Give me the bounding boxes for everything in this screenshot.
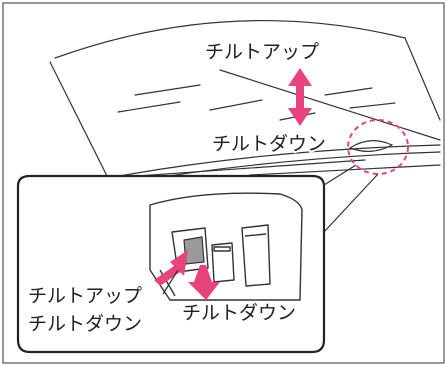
- sunroof-frame-line-1: [107, 144, 441, 179]
- sunroof-glass-top-edge: [219, 69, 441, 141]
- sunroof-frame-line-3: [249, 164, 441, 176]
- right-switch: [241, 224, 271, 287]
- glass-reflection-1: [134, 84, 201, 96]
- panel-housing: [149, 192, 303, 301]
- inset-label-tilt-up: チルトアップ: [28, 285, 142, 307]
- roof-outline: [54, 19, 406, 59]
- middle-switch: [211, 242, 235, 283]
- middle-switch-indicator: [213, 246, 231, 252]
- roof-side: [404, 37, 441, 121]
- tilt-switch-button: [183, 236, 205, 265]
- glass-reflection-2: [117, 101, 181, 113]
- sunroof-glass-left-edge: [49, 61, 366, 179]
- glass-reflection-3: [209, 99, 263, 111]
- glass-reflection-4: [324, 87, 373, 96]
- label-tilt-up: チルトアップ: [205, 41, 319, 63]
- tilt-up-push-arrow: [154, 250, 188, 286]
- label-tilt-down: チルトダウン: [212, 133, 326, 155]
- right-switch-detail: [244, 233, 267, 237]
- tilt-down-pull-arrow: [188, 265, 220, 300]
- inset-label-tilt-down-right: チルトダウン: [182, 302, 296, 324]
- inset-frame: [16, 174, 326, 354]
- ceiling-switch-outline: [348, 140, 394, 152]
- inset-leader-line: [162, 269, 179, 295]
- highlight-circle: [347, 119, 409, 175]
- inset-label-tilt-down: チルトダウン: [28, 313, 142, 335]
- callout-lines: [323, 164, 379, 233]
- tilt-double-arrow: [288, 68, 312, 126]
- glass-reflection-5: [349, 102, 396, 109]
